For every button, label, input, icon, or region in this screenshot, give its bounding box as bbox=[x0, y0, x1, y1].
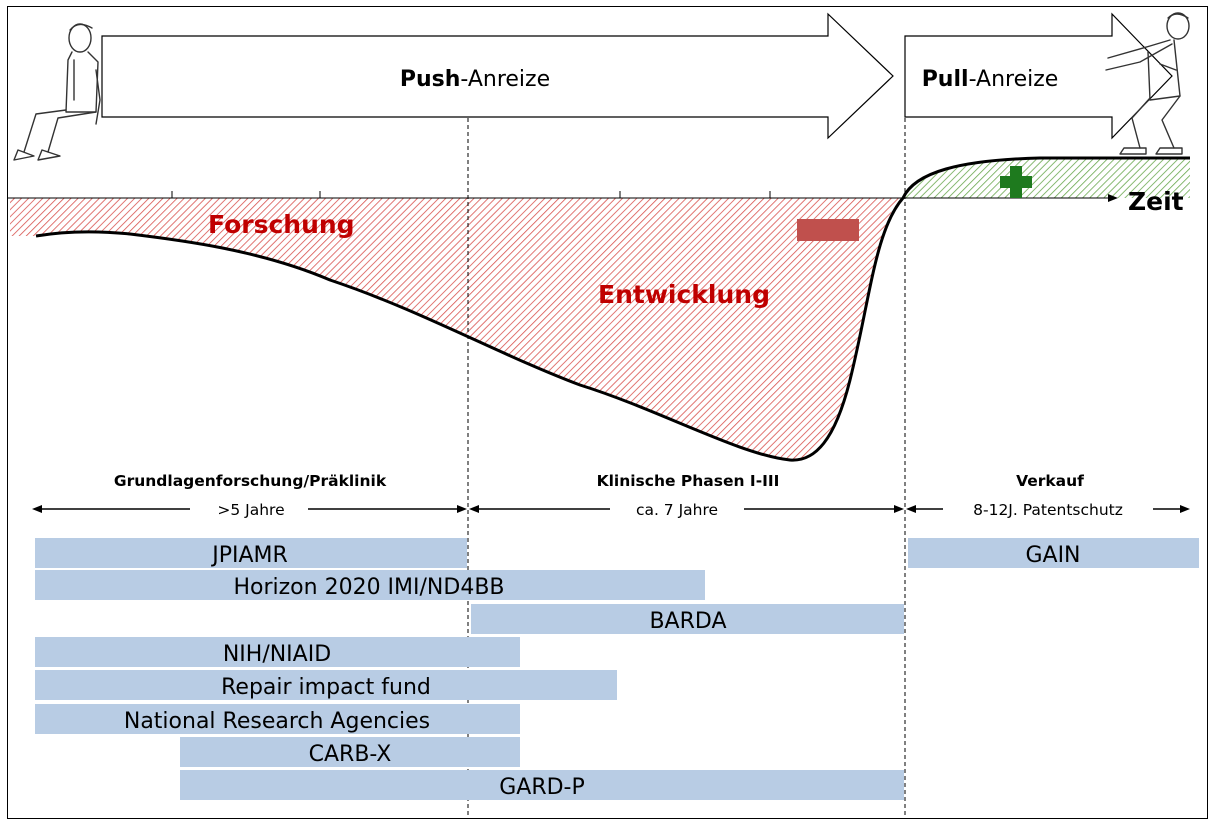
program-label-gardp: GARD-P bbox=[499, 775, 585, 800]
funding-program-bars: JPIAMR Horizon 2020 IMI/ND4BB BARDA NIH/… bbox=[35, 538, 1199, 800]
program-label-nih: NIH/NIAID bbox=[223, 642, 331, 667]
program-label-horizon: Horizon 2020 IMI/ND4BB bbox=[233, 575, 504, 600]
time-axis-arrowhead bbox=[1108, 194, 1118, 202]
pull-arrow: Pull-Anreize bbox=[904, 12, 1173, 140]
push-arrow-label: Push-Anreize bbox=[400, 67, 550, 92]
phase-title-preclinical: Grundlagenforschung/Präklinik bbox=[114, 472, 387, 490]
program-label-jpiamr: JPIAMR bbox=[210, 543, 288, 568]
push-arrow: Push-Anreize bbox=[101, 12, 894, 140]
pull-arrow-label: Pull-Anreize bbox=[922, 67, 1059, 92]
research-region-label: Forschung bbox=[208, 210, 355, 239]
program-bar-jpiamr bbox=[35, 538, 467, 568]
program-label-carbx: CARB-X bbox=[309, 742, 392, 767]
sitting-person-icon bbox=[13, 23, 101, 161]
time-axis-label: Zeit bbox=[1128, 187, 1184, 216]
program-bar-barda bbox=[471, 604, 904, 634]
duration-arrow-clinical bbox=[469, 505, 904, 513]
program-bar-national bbox=[35, 704, 520, 734]
program-bar-carbx bbox=[180, 737, 520, 767]
plus-icon bbox=[1000, 166, 1032, 198]
program-bar-gardp bbox=[180, 770, 904, 800]
program-label-repair: Repair impact fund bbox=[221, 675, 431, 700]
duration-preclinical: >5 Jahre bbox=[217, 501, 284, 519]
program-label-gain: GAIN bbox=[1025, 543, 1080, 568]
minus-icon bbox=[797, 219, 859, 241]
program-bar-repair bbox=[35, 670, 617, 700]
phase-title-sales: Verkauf bbox=[1016, 472, 1084, 490]
duration-clinical: ca. 7 Jahre bbox=[636, 501, 718, 519]
duration-arrow-preclinical bbox=[32, 505, 467, 513]
program-bar-horizon bbox=[35, 570, 705, 600]
cashflow-curve bbox=[35, 156, 1190, 462]
duration-arrow-sales bbox=[906, 505, 1190, 513]
negative-cashflow-area bbox=[10, 198, 900, 461]
program-bar-nih bbox=[35, 637, 520, 667]
development-region-label: Entwicklung bbox=[598, 280, 770, 309]
program-bar-gain bbox=[908, 538, 1199, 568]
duration-sales: 8-12J. Patentschutz bbox=[973, 501, 1123, 519]
program-label-barda: BARDA bbox=[649, 609, 726, 634]
time-axis-ticks bbox=[171, 191, 771, 198]
program-label-national: National Research Agencies bbox=[124, 709, 430, 734]
phase-title-clinical: Klinische Phasen I-III bbox=[597, 472, 780, 490]
pulling-person-icon bbox=[1105, 12, 1190, 155]
positive-cashflow-area bbox=[903, 158, 1190, 198]
